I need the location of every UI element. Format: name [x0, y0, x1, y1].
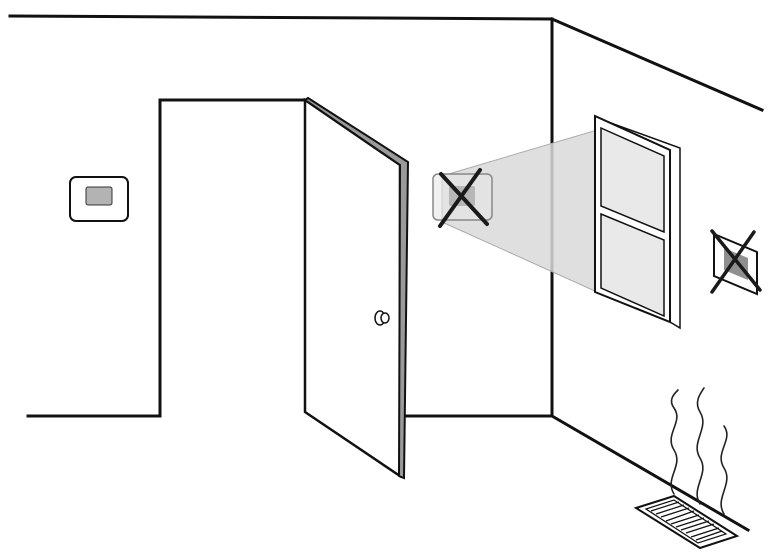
- door-icon: [303, 96, 410, 480]
- floor-vent-icon: [633, 494, 740, 550]
- ceiling-line-right: [550, 17, 764, 112]
- window-icon: [594, 114, 681, 330]
- floor-line-right: [549, 413, 751, 533]
- window-pane-bottom: [600, 212, 665, 318]
- heat-waves-icon: [670, 387, 728, 515]
- thermostat-screen: [85, 186, 113, 206]
- door-knob: [374, 310, 390, 326]
- cross-mark: [710, 229, 762, 294]
- doorway-frame: [158, 98, 308, 416]
- thermostat-crossed-icon: [710, 229, 762, 296]
- heat-wave-left: [670, 389, 679, 495]
- thermostat-crossed-icon: [432, 168, 493, 228]
- thermostat-icon: [69, 176, 129, 222]
- cross-mark: [438, 168, 489, 228]
- thermostat-screen-side: [724, 248, 748, 280]
- vent-slats: [650, 501, 723, 541]
- door-edge: [303, 96, 410, 480]
- ceiling-line-left: [8, 14, 554, 21]
- window-pane-top: [600, 126, 665, 234]
- heat-wave-right: [720, 425, 728, 515]
- heat-wave-middle: [696, 387, 705, 505]
